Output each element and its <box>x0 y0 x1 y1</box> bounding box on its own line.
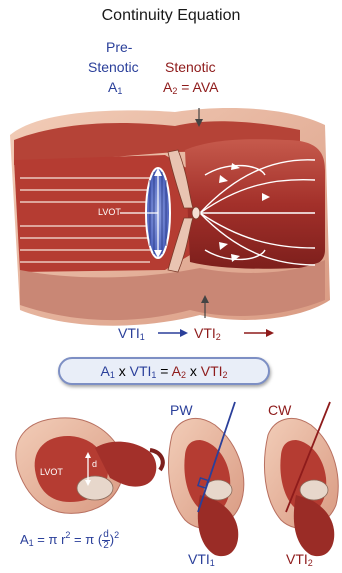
eq-a1: A1 <box>100 363 114 379</box>
continuity-equation-box: A1 x VTI1 = A2 x VTI2 <box>58 357 270 385</box>
lvot-heart-small <box>16 418 163 514</box>
pw-doppler-heart <box>168 402 243 556</box>
cw-label: CW <box>268 403 291 417</box>
a2-ava-label: A2 = AVA <box>163 80 218 96</box>
pre-stenotic-label-line2: Stenotic <box>88 60 139 74</box>
diagram-title: Continuity Equation <box>0 8 342 24</box>
vti2-flow-label: VTI2 <box>194 326 221 342</box>
stenotic-label: Stenotic <box>165 60 216 74</box>
diameter-d-label: d <box>92 460 97 469</box>
cw-doppler-heart <box>264 402 338 556</box>
lvot-label: LVOT <box>98 208 121 217</box>
eq-vti2: VTI2 <box>201 363 228 379</box>
pw-label: PW <box>170 403 193 417</box>
lvot-cross-section <box>10 108 330 326</box>
pre-stenotic-label-line1: Pre- <box>106 40 132 54</box>
a1-label: A1 <box>108 80 122 96</box>
pw-vti1-label: VTI1 <box>188 552 215 568</box>
cw-vti2-label: VTI2 <box>286 552 313 568</box>
eq-vti1: VTI1 <box>130 363 157 379</box>
eq-a2: A2 <box>172 363 186 379</box>
lvot-small-label: LVOT <box>40 468 63 477</box>
vti1-flow-label: VTI1 <box>118 326 145 342</box>
